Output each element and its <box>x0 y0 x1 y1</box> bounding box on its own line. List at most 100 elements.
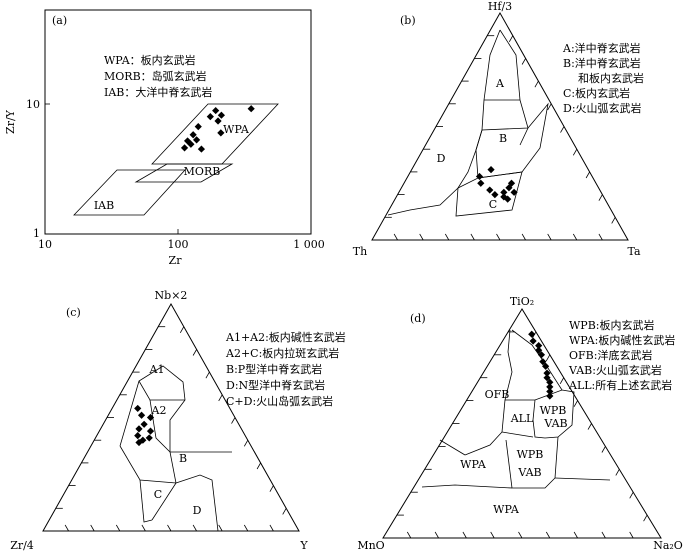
tick-mark <box>269 485 274 492</box>
tick-mark <box>218 524 223 532</box>
field-boundary <box>511 329 563 391</box>
legend-line: A:洋中脊玄武岩 <box>562 41 641 55</box>
tick-mark <box>518 531 523 539</box>
field-label: C <box>489 198 497 211</box>
panel-d-tag: (d) <box>410 312 426 325</box>
panel-c-tag: (c) <box>66 306 81 319</box>
field-boundary <box>505 436 559 489</box>
data-point <box>475 172 484 181</box>
tick-mark <box>547 103 552 111</box>
x-axis-label: Zr <box>169 254 183 267</box>
field-label: ALL <box>510 412 534 425</box>
field-c <box>455 171 523 217</box>
tick-mark <box>192 524 197 532</box>
data-point <box>212 106 220 115</box>
field-boundary <box>387 29 501 216</box>
panel-a-ticks <box>45 103 179 234</box>
y-axis-label: Zr/Y <box>4 109 17 134</box>
data-point <box>507 179 516 187</box>
tick-mark <box>508 35 514 42</box>
tick-mark <box>601 446 606 453</box>
panel-d-points <box>528 330 554 400</box>
data-point <box>145 434 153 442</box>
tick-mark <box>393 233 398 241</box>
data-point <box>543 369 551 377</box>
field-label: MORB <box>184 165 221 178</box>
panel-a-tag: (a) <box>52 14 67 27</box>
tick-mark <box>115 524 121 532</box>
tick-mark <box>587 423 592 430</box>
data-point <box>546 383 554 391</box>
data-point <box>214 117 222 125</box>
field-label: B <box>179 452 187 465</box>
tick-mark <box>192 349 197 356</box>
panel-b: (b) Hf/3 Th Ta A:洋中脊玄武岩 B:洋中脊玄武岩 和板内玄武岩 … <box>353 0 644 258</box>
tick-mark <box>256 462 261 470</box>
panel-a-points <box>180 105 255 153</box>
data-point <box>500 188 508 196</box>
tick-mark <box>534 80 539 88</box>
data-point <box>134 404 142 413</box>
panel-c: (c) Nb×2 Zr/4 Y A1+A2:板内碱性玄武岩 A2+C:板内拉斑玄… <box>10 289 346 552</box>
field-boundary <box>501 431 534 438</box>
data-point <box>528 330 536 338</box>
tick-mark <box>559 377 565 384</box>
tick-mark <box>282 508 287 515</box>
apex-label-top: Nb×2 <box>155 289 188 302</box>
apex-label-top: Hf/3 <box>488 0 512 13</box>
tick-mark <box>545 531 551 539</box>
panel-b-tag: (b) <box>400 14 416 27</box>
tick-mark <box>434 531 439 539</box>
data-point <box>146 413 155 422</box>
tick-mark <box>573 400 578 407</box>
panel-a: (a) 10 100 1 000 1 10 Zr Zr/Y WPA：板内玄武岩 … <box>4 9 325 267</box>
y-tick-label: 10 <box>26 98 40 111</box>
data-point <box>546 378 554 386</box>
field-label: VAB <box>543 417 567 430</box>
tick-mark <box>231 417 236 424</box>
data-point <box>546 392 554 400</box>
field-boundary <box>119 445 177 484</box>
data-point <box>510 188 518 196</box>
ternary-ticks <box>55 326 287 532</box>
data-point <box>146 427 155 435</box>
legend-line: IAB：大洋中脊玄武岩 <box>104 85 212 99</box>
tick-mark <box>419 233 424 241</box>
data-point <box>135 425 143 433</box>
field-label: D <box>437 152 446 165</box>
data-point <box>217 129 225 137</box>
field-label: WPA <box>460 458 487 471</box>
data-point <box>135 438 143 447</box>
tick-mark <box>141 524 146 532</box>
tick-mark <box>243 524 249 532</box>
data-point <box>134 432 142 440</box>
field-label: A2 <box>151 404 167 417</box>
apex-label-top: TiO₂ <box>510 295 534 308</box>
data-point <box>217 111 226 119</box>
data-point <box>537 351 546 359</box>
field-label: WPA <box>223 123 250 136</box>
tick-mark <box>547 233 552 241</box>
apex-label-left: MnO <box>357 539 384 552</box>
field-boundary <box>139 479 153 523</box>
x-tick-label: 100 <box>168 238 189 251</box>
tick-mark <box>572 149 578 156</box>
legend-line: 和板内玄武岩 <box>578 71 644 85</box>
data-point <box>505 184 513 192</box>
data-point <box>543 374 551 382</box>
tick-mark <box>573 531 578 539</box>
panel-a-frame <box>44 9 312 235</box>
field-label: IAB <box>94 199 114 212</box>
field-boundary <box>499 29 529 146</box>
tick-mark <box>470 233 475 241</box>
tick-mark <box>496 233 501 241</box>
tick-mark <box>269 524 274 532</box>
legend-line: B:洋中脊玄武岩 <box>563 56 641 70</box>
tick-mark <box>601 531 606 539</box>
legend-line: ALL:所有上述玄武岩 <box>568 378 672 392</box>
data-point <box>247 105 255 113</box>
field-boundary <box>175 474 219 532</box>
legend-line: C+D:火山岛弧玄武岩 <box>226 394 333 408</box>
legend-line: D:N型洋中脊玄武岩 <box>226 378 325 392</box>
